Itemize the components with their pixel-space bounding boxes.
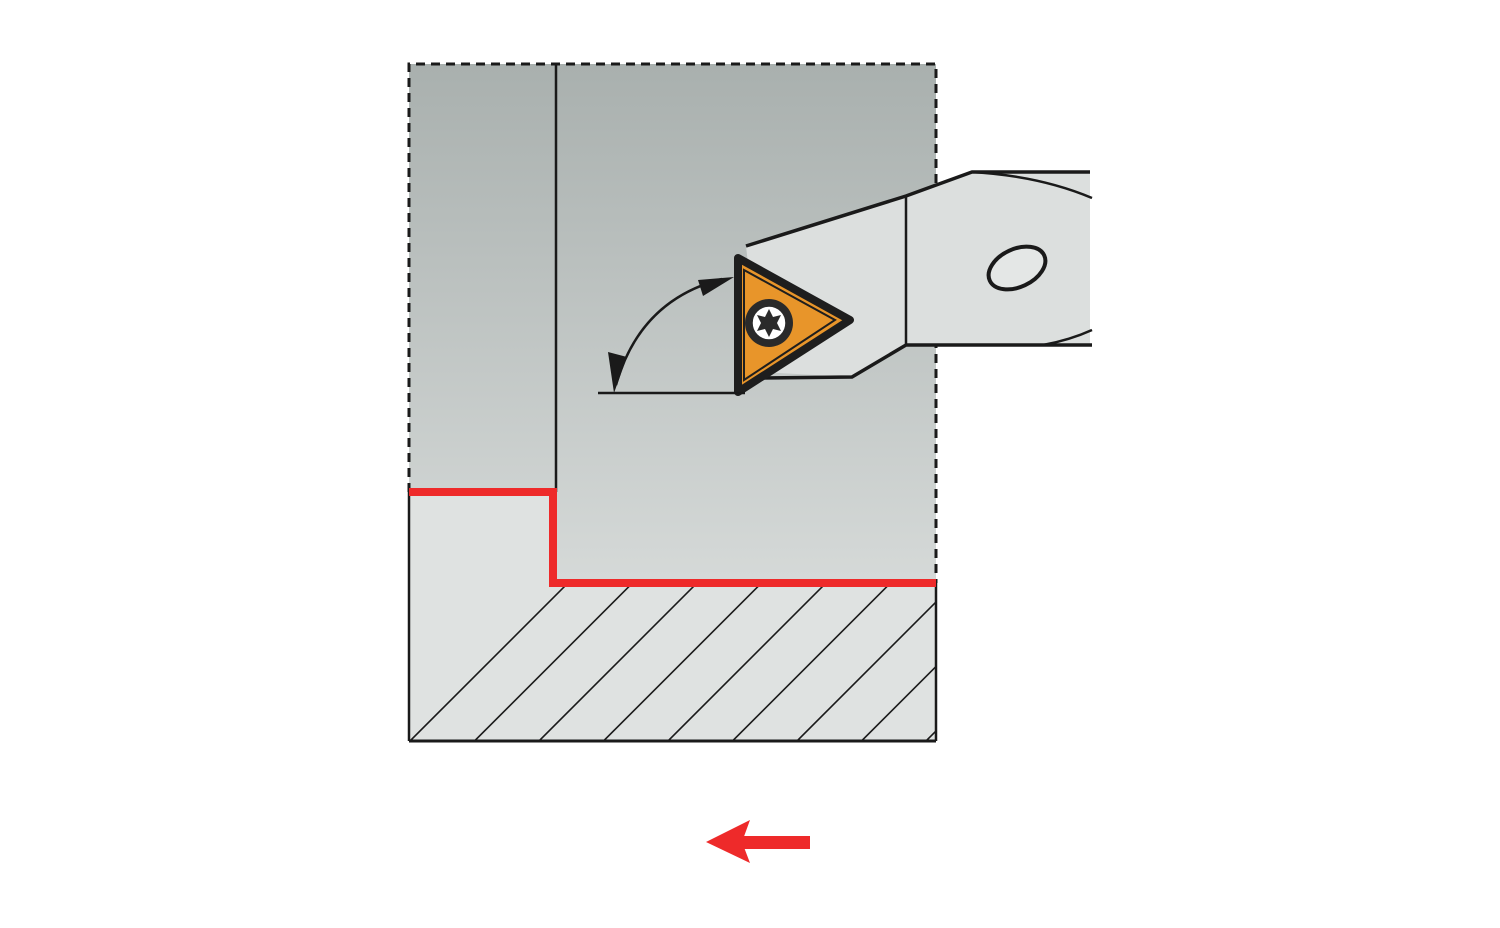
holder-clamp-hole [986, 244, 1048, 292]
hatch-line [796, 492, 936, 741]
arrow-left-icon [706, 820, 810, 863]
workpiece-dashed-boundary [407, 62, 938, 583]
triangular-insert [734, 254, 854, 396]
torx-screw-icon [745, 299, 793, 347]
double-arrow-arc-icon [598, 277, 745, 395]
hatch-line [860, 492, 936, 741]
cut-profile-path [409, 488, 936, 587]
